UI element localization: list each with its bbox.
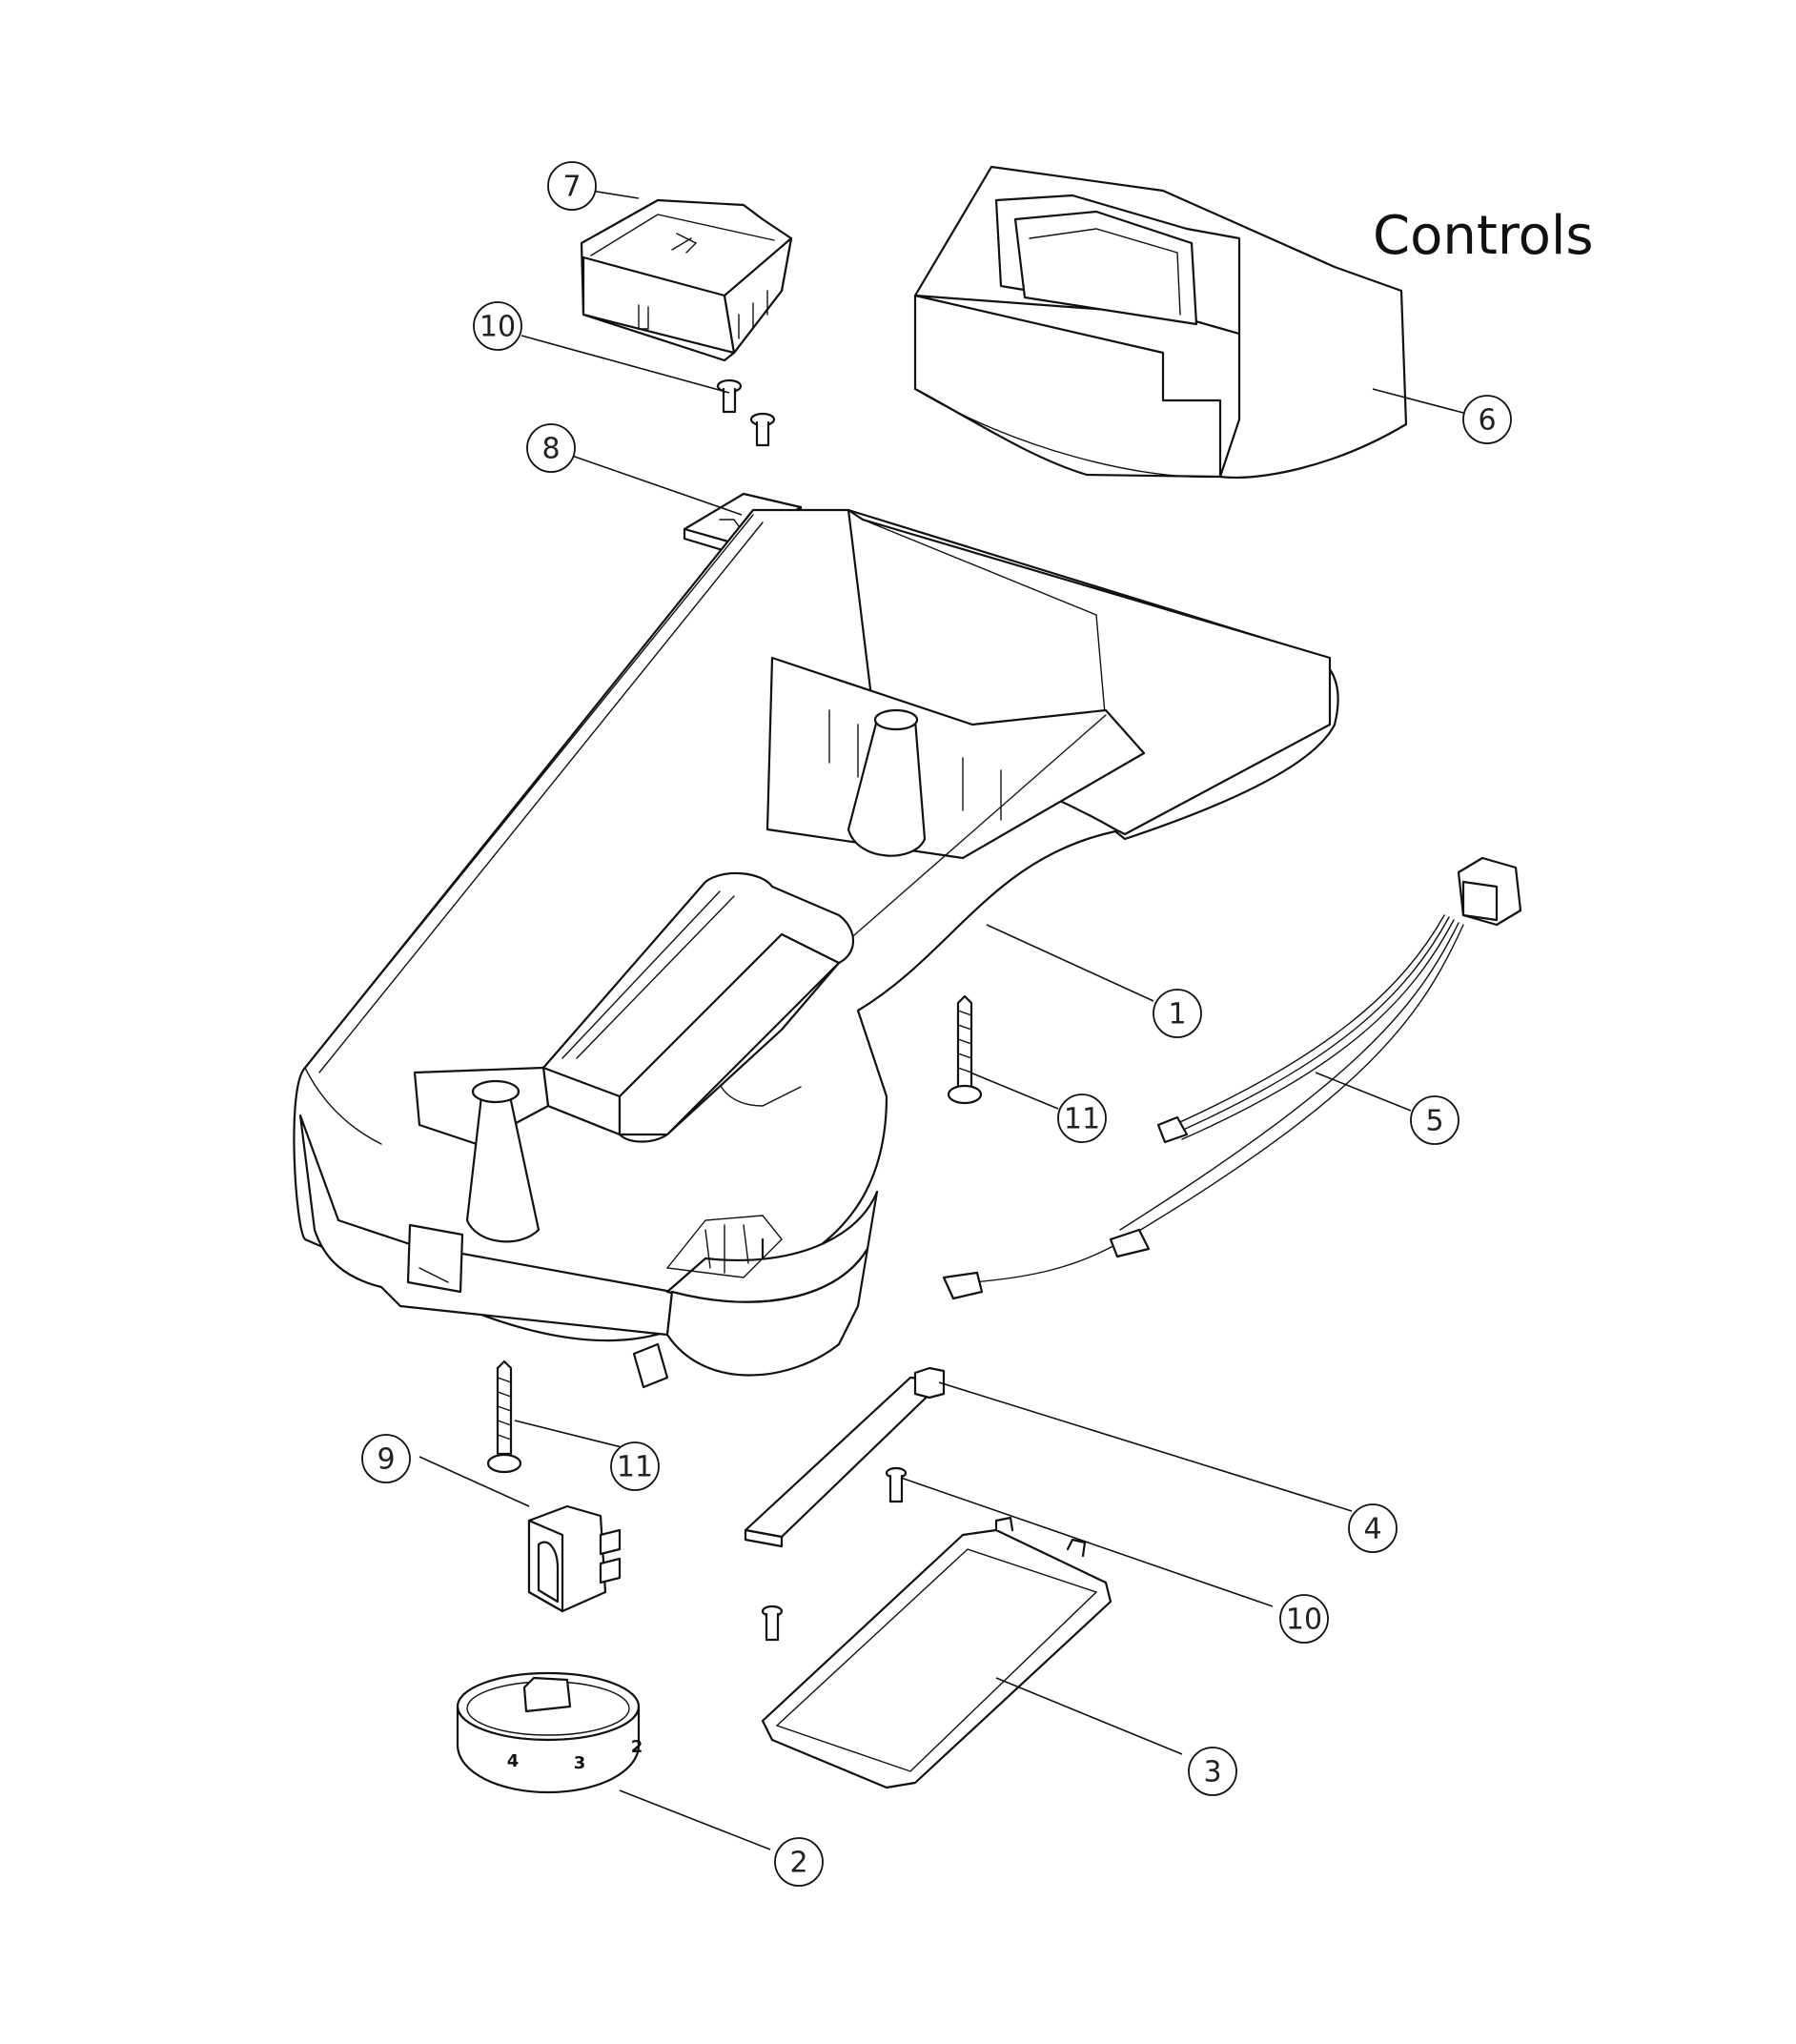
svg-text:2: 2 xyxy=(789,1847,807,1880)
svg-text:10: 10 xyxy=(480,311,516,344)
callout-10-bottom: 10 xyxy=(1279,1594,1329,1644)
callout-6: 6 xyxy=(1462,395,1512,444)
part-10-screws-top xyxy=(716,378,776,447)
dial-number-4: 4 xyxy=(507,1751,520,1771)
part-10-screws-bottom xyxy=(761,1466,908,1642)
svg-text:7: 7 xyxy=(562,171,581,204)
callout-5: 5 xyxy=(1410,1095,1459,1145)
svg-text:3: 3 xyxy=(1203,1756,1221,1789)
part-4-bracket xyxy=(744,1366,946,1548)
callout-9: 9 xyxy=(361,1434,411,1483)
leader-lines xyxy=(418,190,1464,1850)
svg-text:9: 9 xyxy=(377,1443,395,1477)
part-3-access-cover xyxy=(761,1516,1112,1789)
svg-text:11: 11 xyxy=(617,1451,653,1484)
callouts: 7 10 8 6 1 11 5 11 xyxy=(361,161,1512,1887)
callout-4: 4 xyxy=(1348,1503,1398,1553)
callout-2: 2 xyxy=(774,1837,824,1887)
svg-text:10: 10 xyxy=(1286,1604,1322,1637)
part-11-screws xyxy=(486,994,983,1474)
callout-1: 1 xyxy=(1153,989,1202,1038)
diagram-title: Controls xyxy=(1373,205,1594,267)
callout-3: 3 xyxy=(1188,1747,1237,1796)
callout-11-left: 11 xyxy=(610,1441,660,1491)
part-1-main-housing xyxy=(293,508,1339,1389)
svg-text:1: 1 xyxy=(1168,998,1186,1032)
part-7-electronic-cover xyxy=(580,198,793,362)
callout-7: 7 xyxy=(547,161,597,211)
callout-11-right: 11 xyxy=(1057,1094,1107,1143)
dial-number-2: 2 xyxy=(631,1737,643,1757)
svg-text:6: 6 xyxy=(1478,404,1496,438)
part-5-wire-harness xyxy=(942,856,1522,1300)
part-6-top-cover xyxy=(913,165,1408,480)
svg-text:8: 8 xyxy=(541,433,560,466)
svg-text:11: 11 xyxy=(1064,1103,1100,1136)
callout-8: 8 xyxy=(526,423,576,473)
part-9-switch xyxy=(527,1504,622,1613)
part-2-dial-ring: 4 3 2 xyxy=(456,1671,643,1794)
svg-text:5: 5 xyxy=(1425,1105,1443,1138)
dial-number-3: 3 xyxy=(574,1753,586,1773)
callout-10-top: 10 xyxy=(473,301,522,351)
svg-text:4: 4 xyxy=(1363,1513,1381,1546)
